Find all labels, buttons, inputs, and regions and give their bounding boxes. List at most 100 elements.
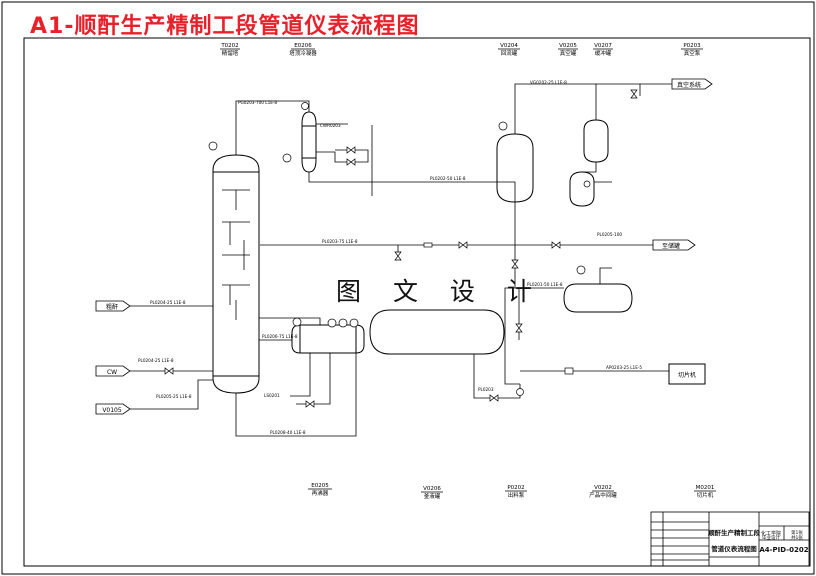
tag-p0203: P0203 [683, 43, 701, 49]
tank-v0205 [569, 171, 595, 207]
drum-v0204 [496, 133, 534, 203]
equipment [212, 111, 706, 394]
name-p0203: 真空泵 [684, 49, 701, 57]
name-e0205: 再沸器 [312, 489, 329, 497]
equipment-tags-bottom: E0205 再沸器 V0206 釜液罐 P0202 出料泵 V0202 产品中间… [311, 483, 714, 500]
instruments [208, 102, 591, 396]
instrument-ti [301, 102, 309, 110]
tb-school-1: 化工学院 [761, 530, 781, 537]
tb-sheet-2: 共1张 [791, 534, 803, 541]
line-label: PL0203-75 L1E-8 [322, 239, 358, 244]
flow-element [564, 367, 574, 375]
title-block-text: 顺酐生产精制工段 管道仪表流程图 化工学院 毕业设计 第1张 共1张 A4-PI… [708, 528, 809, 554]
reboiler-e0205 [291, 324, 365, 354]
line-label: PL0205-100 [597, 232, 622, 237]
drawing-title: A1-顺酐生产精制工段管道仪表流程图 [30, 14, 420, 39]
tag-p0202: P0202 [507, 485, 524, 491]
line-label: PL0201-50 L1E-8 [527, 282, 563, 287]
valve [489, 394, 499, 402]
tank-v0206 [369, 309, 505, 355]
line-label: PL0202-50 L1E-8 [430, 176, 466, 181]
tb-school-2: 毕业设计 [762, 534, 780, 541]
flaker-box [668, 363, 706, 385]
name-t0202: 精馏塔 [222, 49, 239, 57]
column-internals [222, 189, 250, 320]
flag-to-vacuum [671, 78, 713, 90]
line-label: PL0208-40 L1E-8 [270, 430, 306, 435]
name-v0205: 真空罐 [560, 49, 577, 57]
tag-v0205: V0205 [559, 43, 577, 49]
tag-v0202: V0202 [594, 485, 612, 491]
instrument-ti [327, 318, 337, 328]
valves [164, 89, 638, 408]
valve [551, 241, 561, 249]
line-label: PL0204-25 L1E-8 [138, 358, 174, 363]
title-block [650, 511, 810, 567]
tag-underlines-bottom [308, 488, 716, 493]
name-v0207: 缓冲罐 [595, 49, 612, 57]
tag-e0206: E0206 [294, 43, 312, 49]
line-label: LS0201 [264, 393, 280, 398]
name-v0206: 釜液罐 [424, 492, 441, 500]
instrument-pi [338, 318, 348, 328]
valve [394, 251, 402, 261]
flag-cw [95, 365, 131, 377]
flag-to-tank [652, 239, 696, 251]
line-label: PL0204-25 L1E-8 [150, 300, 186, 305]
valve [346, 146, 356, 154]
tb-title-1: 顺酐生产精制工段 [708, 528, 761, 537]
tag-m0201: M0201 [696, 485, 715, 491]
instrument-ti [282, 153, 292, 163]
instrument-pi [498, 121, 508, 131]
valve [346, 158, 356, 166]
flow-element [423, 242, 433, 248]
instrument-ti [349, 318, 359, 328]
tag-v0206: V0206 [423, 486, 441, 492]
label-to-vacuum: 真空系统 [677, 81, 701, 89]
tank-v0202 [563, 283, 633, 313]
tb-title-2: 管道仪表流程图 [711, 544, 757, 553]
column-t0202 [212, 154, 260, 394]
name-m0201: 切片机 [697, 491, 714, 499]
line-label: PL0206-75 L1E-8 [262, 334, 298, 339]
stream-flags [95, 78, 713, 415]
valve [305, 400, 315, 408]
valve [630, 89, 638, 99]
line-label: PG0203-700 L1E-8 [238, 100, 277, 105]
label-feed: 粗酐 [106, 303, 118, 311]
equipment-tags-top: T0202 精馏塔 E0206 塔顶冷凝器 V0204 回流罐 V0205 真空… [220, 43, 701, 57]
stream-flag-labels: 真空系统 至储罐 粗酐 CW V0105 [102, 81, 701, 414]
tag-e0205: E0205 [311, 483, 329, 489]
label-to-tank: 至储罐 [662, 242, 680, 250]
tag-v0207: V0207 [594, 43, 612, 49]
tank-v0207 [583, 119, 609, 163]
name-v0204: 回流罐 [501, 49, 518, 57]
name-p0202: 出料泵 [508, 491, 525, 499]
valve [515, 323, 523, 333]
instrument-pi [583, 180, 591, 188]
line-label: PL0205-25 L1E-8 [156, 394, 192, 399]
inner-border [23, 37, 811, 567]
condenser-e0206 [301, 111, 317, 173]
instrument-li [576, 265, 586, 275]
valve [164, 367, 174, 375]
tb-drawing-no: A4-PID-0202 [759, 546, 808, 554]
tag-t0202: T0202 [220, 43, 238, 49]
tb-sheet-1: 第1张 [791, 529, 803, 536]
label-cw: CW [107, 369, 117, 376]
pump-p0202 [516, 388, 524, 396]
tag-v0204: V0204 [500, 43, 518, 49]
label-vent: V0105 [102, 407, 122, 414]
line-label: CWR0203 [320, 123, 341, 128]
name-v0202: 产品中间罐 [589, 491, 617, 499]
valve [458, 241, 468, 249]
watermark: 图 文 设 计 [336, 277, 544, 306]
flag-feed [95, 300, 131, 312]
name-e0206: 塔顶冷凝器 [289, 49, 317, 57]
line-label: PL0203 [478, 387, 494, 392]
flaker-label: 切片机 [678, 371, 696, 379]
instrument-pi [208, 141, 218, 151]
flag-vent [95, 403, 131, 415]
